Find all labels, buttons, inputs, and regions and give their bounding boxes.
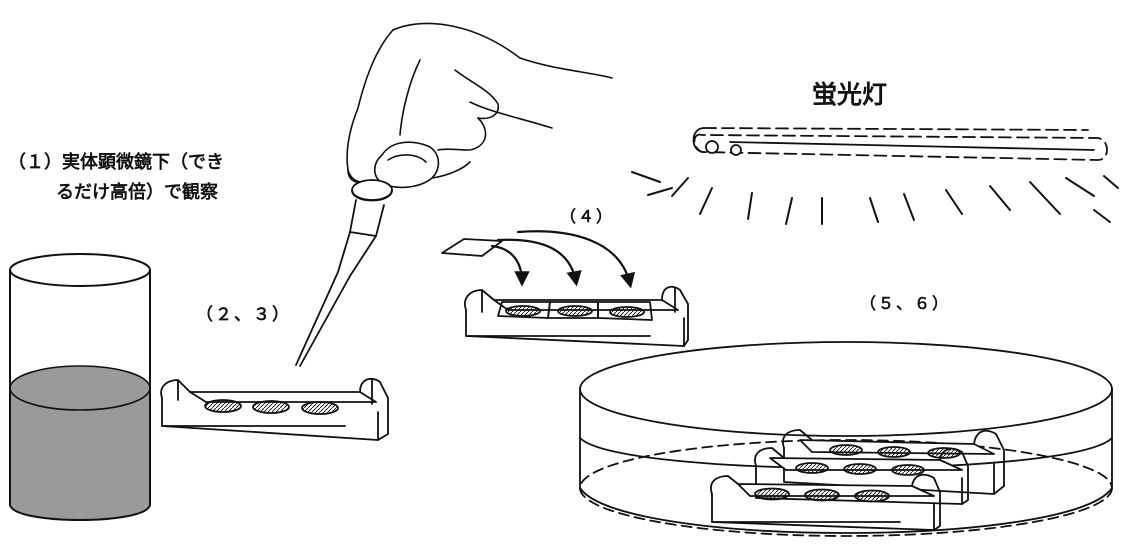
petri-dish-icon (579, 341, 1113, 537)
hand-holding-pipette-icon (346, 22, 613, 189)
stacked-slides-icon (710, 429, 1005, 531)
light-rays (631, 171, 1119, 225)
cover-glass-icon (441, 238, 503, 257)
depression-slide-icon (160, 377, 389, 441)
fluorescent-lamp-label: 蛍光灯 (812, 80, 888, 109)
step4-label: （４） (560, 207, 615, 226)
fluorescent-lamp-icon (692, 127, 1108, 161)
step5-6-label: （５、６） (860, 294, 951, 313)
arrow-icons (490, 230, 636, 289)
depression-slide-with-coverslips-icon (464, 285, 689, 347)
step2-3-label: （２、３） (196, 305, 291, 325)
step1-line2: るだけ高倍）で観察 (56, 182, 218, 203)
pipette-icon (295, 179, 393, 367)
step1-line1: （１）実体顕微鏡下（でき (8, 152, 224, 173)
step1-label: （１）実体顕微鏡下（でき るだけ高倍）で観察 (8, 148, 224, 208)
beaker-with-liquid-icon (9, 253, 151, 521)
